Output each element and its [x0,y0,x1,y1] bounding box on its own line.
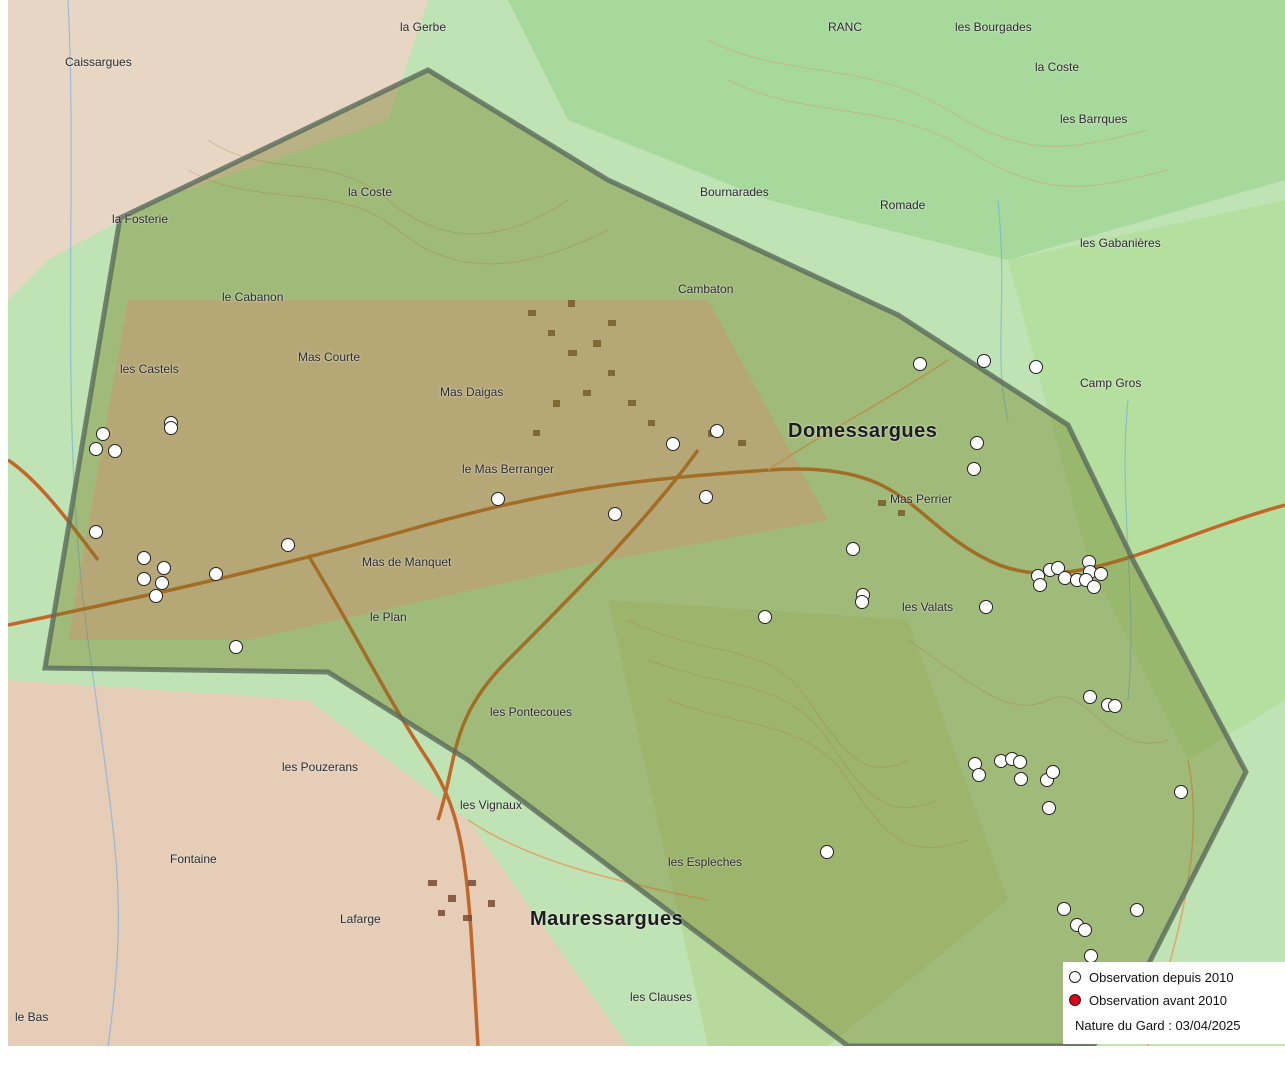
observation-marker[interactable] [758,610,772,624]
observation-marker[interactable] [846,542,860,556]
observation-marker[interactable] [913,357,927,371]
map-base-layer [8,0,1285,1046]
place-label: RANC [828,20,863,34]
observation-marker[interactable] [855,595,869,609]
place-label: Cambaton [678,282,734,296]
place-label: le Plan [370,610,407,624]
place-label: la Coste [348,185,393,199]
observation-marker[interactable] [710,424,724,438]
place-label: Mas Courte [298,350,361,364]
town-label: Domessargues [788,420,938,442]
place-label: les Pontecoues [490,705,573,719]
observation-marker[interactable] [1087,580,1101,594]
observation-marker[interactable] [149,589,163,603]
place-label: les Bourgades [955,20,1032,34]
observation-marker[interactable] [108,444,122,458]
observation-marker[interactable] [1014,772,1028,786]
place-label: Mas de Manquet [362,555,452,569]
place-label: les Castels [120,362,179,376]
place-label: Romade [880,198,926,212]
observation-marker[interactable] [89,525,103,539]
observation-marker[interactable] [1013,755,1027,769]
observation-marker[interactable] [820,845,834,859]
observation-marker[interactable] [1042,801,1056,815]
observation-marker[interactable] [1029,360,1043,374]
observation-marker[interactable] [967,462,981,476]
place-label: la Coste [1035,60,1080,74]
town-label: Mauressargues [530,908,684,930]
observation-marker[interactable] [979,600,993,614]
place-label: les Pouzerans [282,760,359,774]
legend-row-after-2010: Observation depuis 2010 [1069,968,1234,986]
map-legend: Observation depuis 2010 Observation avan… [1063,962,1285,1044]
observation-marker[interactable] [137,572,151,586]
place-label: les Espleches [668,855,743,869]
observation-marker[interactable] [699,490,713,504]
red-circle-icon [1069,994,1081,1006]
observation-marker[interactable] [970,436,984,450]
place-label: Mas Perrier [890,492,953,506]
map-credit: Nature du Gard : 03/04/2025 [1075,1018,1241,1033]
observation-marker[interactable] [1078,923,1092,937]
place-label: les Vignaux [460,798,522,812]
observation-marker[interactable] [1108,699,1122,713]
place-label: les Gabanières [1080,236,1161,250]
legend-row-before-2010: Observation avant 2010 [1069,991,1227,1009]
place-label: les Clauses [630,990,693,1004]
place-label: le Bas [15,1010,49,1024]
observation-marker[interactable] [1094,567,1108,581]
observation-marker[interactable] [608,507,622,521]
observation-marker[interactable] [1174,785,1188,799]
observation-marker[interactable] [1130,903,1144,917]
observation-marker[interactable] [1057,902,1071,916]
observation-marker[interactable] [229,640,243,654]
place-label: Bournarades [700,185,769,199]
legend-label-after-2010: Observation depuis 2010 [1089,969,1234,985]
observation-marker[interactable] [281,538,295,552]
place-label: la Gerbe [400,20,447,34]
observation-marker[interactable] [1046,765,1060,779]
place-label: les Valats [902,600,954,614]
observation-marker[interactable] [1083,690,1097,704]
place-label: les Barrques [1060,112,1128,126]
observation-marker[interactable] [164,421,178,435]
observation-marker[interactable] [491,492,505,506]
observation-marker[interactable] [977,354,991,368]
place-label: la Fosterie [112,212,169,226]
observation-marker[interactable] [1084,949,1098,963]
observation-marker[interactable] [209,567,223,581]
place-label: le Mas Berranger [462,462,555,476]
place-label: Fontaine [170,852,217,866]
white-circle-icon [1069,971,1081,983]
observation-marker[interactable] [157,561,171,575]
observation-marker[interactable] [972,768,986,782]
topographic-map[interactable]: Caissargues la Gerbe RANC les Bourgades la C… [8,0,1285,1046]
observation-marker[interactable] [666,437,680,451]
place-label: Camp Gros [1080,376,1142,390]
place-label: Lafarge [340,912,381,926]
observation-marker[interactable] [155,576,169,590]
observation-marker[interactable] [1033,578,1047,592]
legend-label-before-2010: Observation avant 2010 [1089,992,1228,1008]
observation-marker[interactable] [137,551,151,565]
observation-marker[interactable] [96,427,110,441]
place-label: Caissargues [65,55,132,69]
place-label: le Cabanon [222,290,284,304]
place-label: Mas Daigas [440,385,504,399]
observation-marker[interactable] [89,442,103,456]
